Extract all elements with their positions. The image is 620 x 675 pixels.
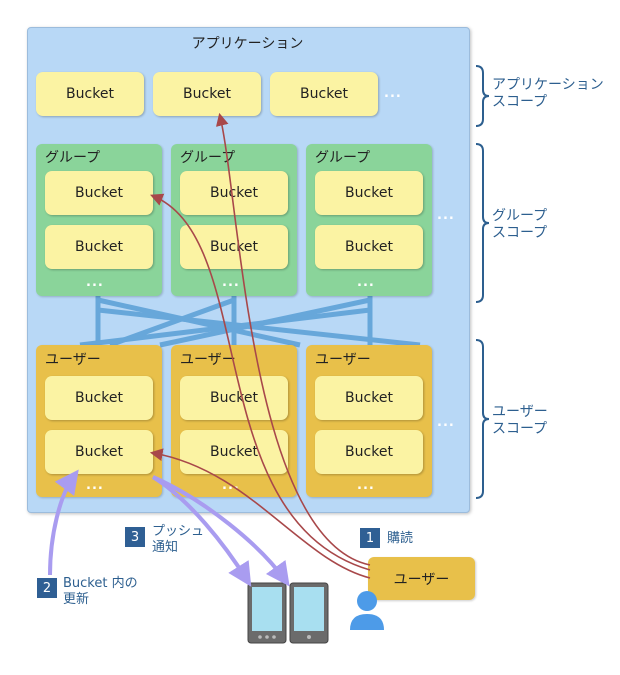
user-bucket[interactable]: Bucket: [180, 376, 288, 420]
app-bucket[interactable]: Bucket: [270, 72, 378, 116]
group-bucket[interactable]: Bucket: [315, 225, 423, 269]
user-title: ユーザー: [180, 352, 236, 368]
subscribe-arrow-app: [215, 112, 371, 566]
user-actor-box[interactable]: ユーザー: [368, 557, 475, 600]
app-scope-label: アプリケーション スコープ: [492, 77, 604, 111]
phone-icon: [247, 582, 287, 644]
user-scope-brace: [475, 339, 490, 499]
group-box: [306, 144, 432, 296]
group-scope-label-line1: グループ: [492, 208, 548, 224]
step-2-label: Bucket 内の 更新: [63, 576, 138, 608]
step-2-line1: Bucket 内の: [63, 576, 138, 591]
step-2-badge: 2: [37, 578, 57, 598]
group-more-dots: ...: [86, 275, 104, 290]
user-scope-label-line1: ユーザー: [492, 404, 548, 420]
group-bucket[interactable]: Bucket: [45, 225, 153, 269]
user-title: ユーザー: [315, 352, 371, 368]
connector-line: [97, 307, 421, 348]
step-3-line2: 通知: [152, 540, 179, 555]
group-bucket[interactable]: Bucket: [180, 225, 288, 269]
push-arrow: [152, 475, 290, 587]
app-scope-label-line1: アプリケーション: [492, 77, 604, 93]
user-scope-label: ユーザー スコープ: [492, 404, 548, 438]
step-3-label: プッシュ 通知: [152, 524, 204, 556]
subscribe-arrow-group: [150, 193, 371, 571]
group-more-dots: ...: [357, 275, 375, 290]
user-more-dots: ...: [357, 478, 375, 493]
app-more-dots: ...: [384, 86, 402, 101]
app-scope-brace: [475, 65, 490, 127]
user-bucket[interactable]: Bucket: [45, 430, 153, 474]
app-bucket[interactable]: Bucket: [153, 72, 261, 116]
step-1-badge: 1: [360, 528, 380, 548]
group-title: グループ: [180, 150, 236, 166]
step-3-line1: プッシュ: [152, 524, 205, 539]
step-2-line2: 更新: [63, 592, 90, 607]
app-scope-label-line2: スコープ: [492, 94, 548, 110]
group-scope-label-line2: スコープ: [492, 225, 548, 241]
group-title: グループ: [45, 150, 101, 166]
user-more-dots: ...: [86, 478, 104, 493]
user-bucket[interactable]: Bucket: [315, 430, 423, 474]
group-more-dots: ...: [222, 275, 240, 290]
group-title: グループ: [315, 150, 371, 166]
phone-icon: [289, 582, 329, 644]
user-scope-label-line2: スコープ: [492, 421, 548, 437]
group-box: [36, 144, 162, 296]
push-arrow: [151, 475, 252, 587]
users-more-dots: ...: [437, 415, 455, 430]
group-scope-brace: [475, 143, 490, 303]
user-bucket[interactable]: Bucket: [315, 376, 423, 420]
update-arrow: [48, 469, 79, 576]
group-box: [171, 144, 297, 296]
app-bucket[interactable]: Bucket: [36, 72, 144, 116]
groups-more-dots: ...: [437, 208, 455, 223]
step-3-badge: 3: [125, 527, 145, 547]
group-bucket[interactable]: Bucket: [45, 171, 153, 215]
step-1-label: 購読: [387, 531, 414, 546]
application-title: アプリケーション: [191, 36, 304, 52]
group-scope-label: グループ スコープ: [492, 208, 547, 242]
user-title: ユーザー: [45, 352, 101, 368]
person-icon: [350, 591, 384, 630]
subscribe-arrow-user: [149, 448, 371, 579]
group-bucket[interactable]: Bucket: [315, 171, 423, 215]
user-bucket[interactable]: Bucket: [45, 376, 153, 420]
